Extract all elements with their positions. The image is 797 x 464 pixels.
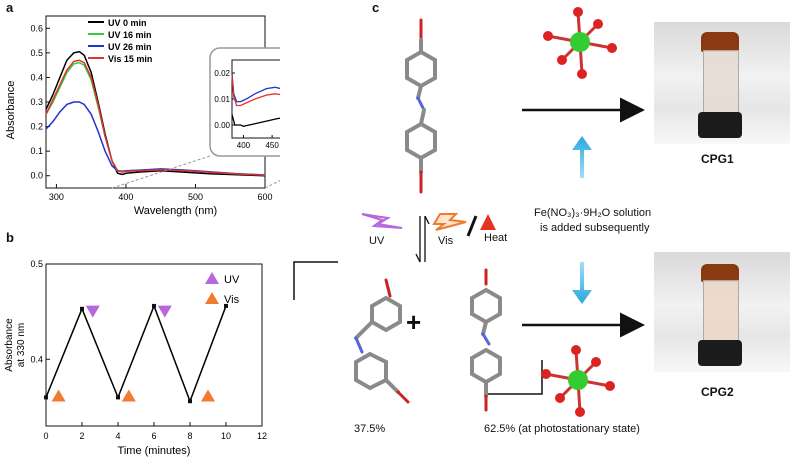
product-label-cpg1: CPG1 xyxy=(701,152,734,166)
inset-x-tick-label: 400 xyxy=(237,141,251,150)
vis-lightning-icon xyxy=(432,213,467,231)
blue-up-arrow-icon xyxy=(572,136,592,178)
fe-solution-line1: Fe(NO₃)₃·9H₂O solution xyxy=(534,207,652,219)
x-tick-label: 300 xyxy=(49,192,64,202)
vis-marker-icon xyxy=(121,389,136,402)
x-tick-label: 6 xyxy=(151,431,156,441)
legend-label: UV xyxy=(224,274,240,286)
data-point xyxy=(80,306,84,311)
y-tick-label: 0.3 xyxy=(30,97,43,107)
y-axis-label: at 330 nm xyxy=(16,323,27,367)
inset-series-line xyxy=(231,114,280,127)
absorbance-spectrum-chart: 300 400 500 600 0.0 0.1 0.2 0.3 0.4 0.5 0.6Wavelen… xyxy=(5,15,280,217)
cis-percent: 37.5% xyxy=(354,423,386,435)
legend-label: Vis xyxy=(224,294,240,306)
legend-label: UV 0 min xyxy=(108,18,147,28)
panel-label-b: b xyxy=(6,230,14,245)
bracket-left xyxy=(293,261,338,300)
data-point xyxy=(224,303,228,308)
x-axis-label: Wavelength (nm) xyxy=(134,205,217,217)
legend-marker-icon xyxy=(205,272,219,284)
y-tick-label: 0.1 xyxy=(30,146,43,156)
product-label-cpg2: CPG2 xyxy=(701,385,734,399)
series-line xyxy=(45,59,266,176)
inset-x-tick-label: 450 xyxy=(265,141,279,150)
inset-y-tick-label: 0.00 xyxy=(214,121,230,130)
legend-marker-icon xyxy=(205,292,219,304)
data-point xyxy=(152,303,156,308)
y-tick-label: 0.4 xyxy=(30,354,43,364)
fe-solution-line2: is added subsequently xyxy=(540,222,650,234)
legend-label: UV 26 min xyxy=(108,42,152,52)
fe-complex-icon-top xyxy=(543,7,617,79)
inset-connector xyxy=(264,180,280,189)
y-axis-label: Absorbance xyxy=(4,318,15,372)
x-tick-label: 0 xyxy=(43,431,48,441)
y-tick-label: 0.6 xyxy=(30,23,43,33)
inset-frame xyxy=(209,47,280,157)
x-tick-label: 400 xyxy=(118,192,133,202)
x-tick-label: 500 xyxy=(188,192,203,202)
y-axis-label: Absorbance xyxy=(5,81,17,140)
blue-down-arrow-icon xyxy=(572,262,592,304)
inset-y-tick-label: 0.01 xyxy=(214,95,230,104)
x-tick-label: 600 xyxy=(257,192,272,202)
trans-azobenzene-molecule-top xyxy=(405,18,437,194)
uv-marker-icon xyxy=(157,305,172,318)
series-line xyxy=(45,303,227,404)
reaction-scheme xyxy=(293,7,645,417)
uv-marker-icon xyxy=(85,305,100,318)
fe-complex-icon-bottom xyxy=(541,345,615,417)
vial-photo-cpg1 xyxy=(654,22,790,144)
uv-label: UV xyxy=(369,235,385,247)
data-point xyxy=(116,395,120,400)
x-tick-label: 4 xyxy=(115,431,120,441)
inset-series-line xyxy=(231,72,280,103)
legend-label: Vis 15 min xyxy=(108,54,152,64)
inset-y-tick-label: 0.02 xyxy=(214,69,230,78)
uv-lightning-icon xyxy=(361,213,403,229)
x-tick-label: 2 xyxy=(79,431,84,441)
plus-sign: + xyxy=(406,307,422,337)
x-tick-label: 10 xyxy=(221,431,231,441)
panel-label-a: a xyxy=(6,0,14,15)
data-point xyxy=(44,395,48,400)
x-tick-label: 12 xyxy=(257,431,267,441)
series-line xyxy=(45,101,266,176)
trans-percent: 62.5% (at photostationary state) xyxy=(484,423,640,435)
vis-marker-icon xyxy=(51,389,66,402)
panel-label-c: c xyxy=(372,0,380,15)
y-tick-label: 0.5 xyxy=(30,48,43,58)
vial-photo-cpg2 xyxy=(654,252,790,372)
inset-series-line xyxy=(231,75,280,107)
x-axis-label: Time (minutes) xyxy=(118,445,191,457)
plot-frame xyxy=(45,263,263,427)
trans-azobenzene-molecule-bottom xyxy=(470,268,502,412)
y-tick-label: 0.5 xyxy=(30,259,43,269)
data-point xyxy=(188,399,192,404)
heat-label: Heat xyxy=(484,232,508,244)
y-tick-label: 0.4 xyxy=(30,72,43,82)
vis-marker-icon xyxy=(201,389,215,402)
x-tick-label: 8 xyxy=(187,431,192,441)
heat-triangle-icon xyxy=(480,214,496,230)
cis-azobenzene-molecule xyxy=(354,278,410,404)
vis-label: Vis xyxy=(438,235,454,247)
legend-label: UV 16 min xyxy=(108,30,152,40)
y-tick-label: 0.0 xyxy=(30,171,43,181)
inset-connector xyxy=(111,155,211,189)
y-tick-label: 0.2 xyxy=(30,122,43,132)
